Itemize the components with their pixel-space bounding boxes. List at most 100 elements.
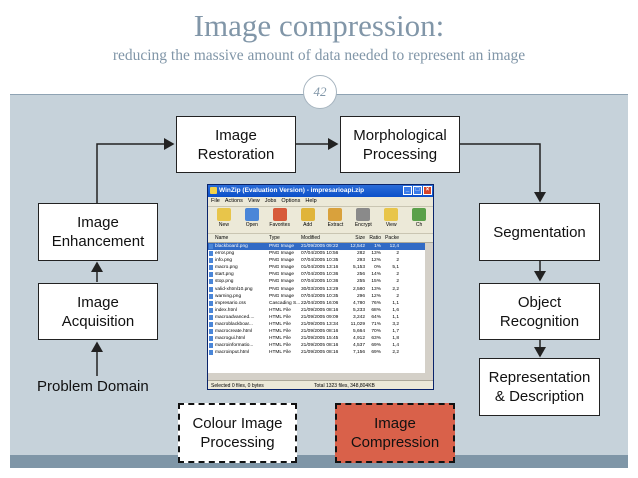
toolbar-add-button[interactable]: Add xyxy=(294,207,322,233)
toolbar-label: View xyxy=(385,222,397,228)
table-cell: macrogui.html xyxy=(208,335,269,342)
table-cell: 12,4 xyxy=(389,244,399,249)
table-cell: 3,242 xyxy=(352,314,365,320)
close-button[interactable]: × xyxy=(423,186,432,195)
toolbar-encrypt-button[interactable]: Encrypt xyxy=(349,207,377,233)
toolbar-label: Add xyxy=(303,222,313,228)
table-cell: macroinput.html xyxy=(208,349,269,356)
table-cell: 68% xyxy=(371,307,381,313)
winzip-title: WinZip (Evaluation Version) - impresario… xyxy=(219,187,365,194)
table-cell: 5,153 xyxy=(352,265,365,271)
extract-icon xyxy=(328,208,343,221)
table-cell: PNG Image xyxy=(269,251,295,257)
table-cell: 1,1 xyxy=(392,314,399,320)
toolbar-ch-button[interactable]: Ch xyxy=(405,207,433,233)
column-header-ratio[interactable]: Ratio xyxy=(369,235,381,241)
toolbar-extract-button[interactable]: Extract xyxy=(322,207,350,233)
winzip-statusbar: Selected 0 files, 0 bytes Total 1323 fil… xyxy=(208,380,433,389)
table-cell: blackboard.png xyxy=(208,243,269,250)
favorites-icon xyxy=(272,208,287,221)
table-cell: 2 xyxy=(396,279,399,285)
toolbar-new-button[interactable]: New xyxy=(210,207,238,233)
minimize-button[interactable]: _ xyxy=(403,186,412,195)
toolbar-label: Favorites xyxy=(269,222,290,228)
winzip-titlebar: WinZip (Evaluation Version) - impresario… xyxy=(208,185,433,197)
table-cell: 21/09/2005 13:34 xyxy=(301,322,339,328)
new-archive-icon xyxy=(216,208,231,221)
table-cell: 07/04/2005 10:36 xyxy=(301,272,339,278)
horizontal-scrollbar[interactable] xyxy=(208,373,433,380)
winzip-app-icon xyxy=(210,187,217,194)
table-cell: 13% xyxy=(371,286,381,292)
winzip-menubar: File Actions View Jobs Options Help xyxy=(208,197,433,207)
table-cell: error.png xyxy=(208,250,269,257)
toolbar-open-button[interactable]: Open xyxy=(238,207,266,233)
column-header-modified[interactable]: Modified xyxy=(301,235,320,241)
table-cell: 282 xyxy=(356,251,365,257)
menu-item-jobs[interactable]: Jobs xyxy=(264,198,277,204)
representation-description-box: Representation & Description xyxy=(479,358,600,416)
table-cell: 1,6 xyxy=(392,307,399,313)
table-cell: stop.png xyxy=(208,278,269,285)
table-cell: HTML File xyxy=(269,336,291,342)
footer-strip xyxy=(10,455,628,468)
table-cell: 21/09/2005 08:16 xyxy=(301,350,339,356)
table-cell: PNG Image xyxy=(269,286,295,292)
toolbar-label: Ch xyxy=(415,222,423,228)
toolbar-view-button[interactable]: View xyxy=(377,207,405,233)
column-header-name[interactable]: Name xyxy=(215,235,229,241)
menu-item-help[interactable]: Help xyxy=(305,198,317,204)
column-header-packe[interactable]: Packe xyxy=(385,235,399,241)
table-cell: 21/09/2005 15:45 xyxy=(301,336,339,342)
table-cell: 2 xyxy=(396,272,399,278)
column-header-type[interactable]: Type xyxy=(269,235,280,241)
menu-item-view[interactable]: View xyxy=(247,198,260,204)
table-cell: 5,233 xyxy=(352,307,365,313)
table-cell: 0% xyxy=(374,265,381,271)
toolbar-label: Extract xyxy=(327,222,344,228)
table-cell: 11,029 xyxy=(350,322,365,328)
menu-item-options[interactable]: Options xyxy=(281,198,301,204)
file-icon xyxy=(209,329,213,335)
table-cell: 2 xyxy=(396,258,399,264)
maximize-button[interactable]: □ xyxy=(413,186,422,195)
file-icon xyxy=(209,272,213,278)
table-cell: 256 xyxy=(356,272,365,278)
table-cell: 71% xyxy=(371,322,381,328)
column-header-size[interactable]: Size xyxy=(355,235,365,241)
table-cell: 12% xyxy=(371,258,381,264)
file-icon xyxy=(209,258,213,264)
table-cell: macrocreate.html xyxy=(208,328,269,335)
table-cell: 2 xyxy=(396,251,399,257)
toolbar-favorites-button[interactable]: Favorites xyxy=(266,207,294,233)
menu-item-actions[interactable]: Actions xyxy=(224,198,243,204)
file-icon xyxy=(209,307,213,313)
table-cell: 7,156 xyxy=(352,350,365,356)
table-cell: 3,2 xyxy=(392,322,399,328)
table-cell: macroinformatio... xyxy=(208,342,269,349)
image-acquisition-box: Image Acquisition xyxy=(38,283,158,340)
menu-item-file[interactable]: File xyxy=(211,198,220,204)
slide-subtitle: reducing the massive amount of data need… xyxy=(112,47,526,64)
table-cell: 4,780 xyxy=(352,300,365,306)
table-cell: macroblackboar... xyxy=(208,321,269,328)
